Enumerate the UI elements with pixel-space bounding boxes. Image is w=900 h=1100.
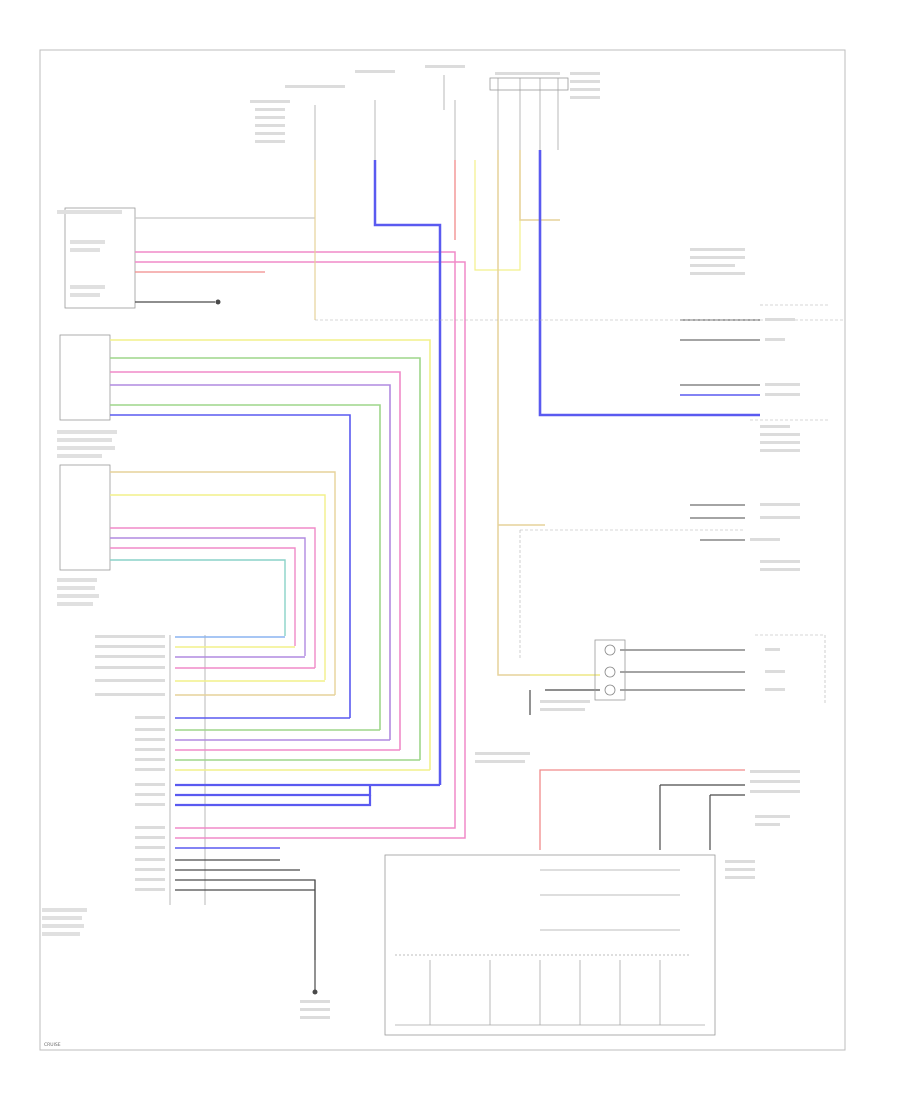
wire-harness bbox=[110, 150, 760, 990]
ground-symbol-left bbox=[203, 299, 221, 305]
steering-switch-box-2 bbox=[59, 464, 111, 571]
top-labels bbox=[250, 65, 600, 143]
diagram-border bbox=[39, 49, 846, 1051]
top-fuse-block bbox=[314, 75, 569, 160]
ground-symbol-bottom bbox=[312, 989, 318, 995]
right-labels bbox=[300, 248, 800, 1019]
left-labels bbox=[42, 210, 122, 936]
cruise-switch-box bbox=[64, 207, 136, 309]
clock-spring bbox=[594, 639, 626, 701]
diagram-code: CRUISE bbox=[44, 1042, 61, 1048]
steering-switch-box-1 bbox=[59, 334, 111, 421]
cruise-module-internals bbox=[395, 869, 705, 1026]
cruise-module-box bbox=[384, 854, 716, 1036]
ecm-pin-labels bbox=[95, 635, 165, 891]
